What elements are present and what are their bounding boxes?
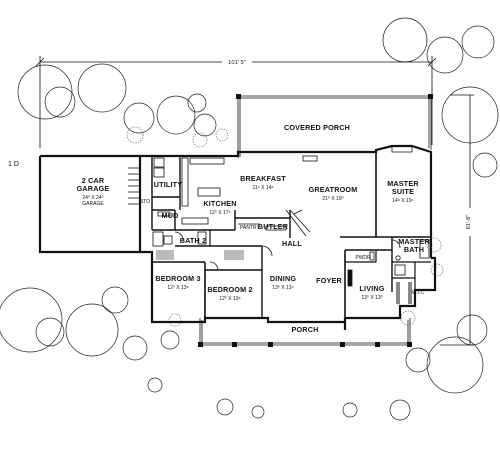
greatroom-dimension: 21⁰ X 19⁰: [322, 196, 343, 202]
butler-label: BUTLER: [258, 222, 289, 231]
front-porch-outline: [198, 318, 412, 347]
pantry-label: PANTRY: [240, 225, 260, 231]
depth-dimension: 61'-8": [440, 94, 476, 346]
bedroom2-dimension: 12⁰ X 13⁸: [219, 296, 240, 302]
walk-in-closet-label: W.I.C: [412, 290, 425, 296]
bath2-label: BATH 2: [180, 236, 207, 245]
kitchen-label: KITCHEN: [203, 199, 236, 208]
width-dimension: 101' 5": [35, 56, 437, 148]
interior-walls: [151, 152, 431, 318]
room-labels: COVERED PORCH 2 CAR GARAGE 24⁰ X 24⁰ GAR…: [77, 123, 431, 334]
hall-label: HALL: [282, 239, 302, 248]
master-suite-label-line1: MASTER: [387, 179, 419, 188]
utility-label: UTILITY: [154, 180, 183, 189]
breakfast-label: BREAKFAST: [240, 174, 286, 183]
garage-label-line2: GARAGE: [77, 184, 110, 193]
dining-label: DINING: [270, 274, 297, 283]
master-bath-label-line1: MASTER: [398, 237, 430, 246]
master-bath-label-line2: BATH: [404, 245, 424, 254]
storage-label: STO: [140, 199, 150, 205]
master-suite-label-line2: SUITE: [392, 187, 414, 196]
width-dimension-text: 101' 5": [228, 60, 246, 66]
covered-porch-label: COVERED PORCH: [284, 123, 350, 132]
foyer-label: FOYER: [316, 276, 342, 285]
bedroom3-dimension: 12⁰ X 13⁸: [167, 285, 188, 291]
fixtures: [128, 155, 430, 304]
garage-dimension: 24⁰ X 24⁰: [82, 195, 103, 201]
landscaping: [0, 17, 499, 421]
powder-room-label: PWDR: [355, 255, 371, 261]
garage-sublabel: GARAGE: [82, 201, 104, 207]
garage-label-line1: 2 CAR: [82, 176, 105, 185]
dining-dimension: 13⁰ X 13⁴: [272, 285, 293, 291]
mud-label: MUD: [162, 211, 179, 220]
master-suite-dimension: 14⁶ X 19⁴: [392, 198, 413, 204]
exterior-walls: [38, 144, 437, 330]
reference-mark: 1 D: [8, 161, 19, 168]
covered-porch-outline: [236, 94, 433, 158]
kitchen-dimension: 12⁰ X 17⁸: [209, 210, 230, 216]
bedroom2-label: BEDROOM 2: [207, 285, 252, 294]
depth-dimension-text: 61'-8": [466, 215, 472, 230]
breakfast-dimension: 11⁶ X 14⁸: [252, 185, 273, 191]
living-label: LIVING: [359, 284, 384, 293]
greatroom-label: GREATROOM: [309, 185, 358, 194]
bedroom3-label: BEDROOM 3: [155, 274, 200, 283]
porch-label: PORCH: [292, 325, 319, 334]
living-dimension: 13⁰ X 13⁰: [361, 295, 382, 301]
